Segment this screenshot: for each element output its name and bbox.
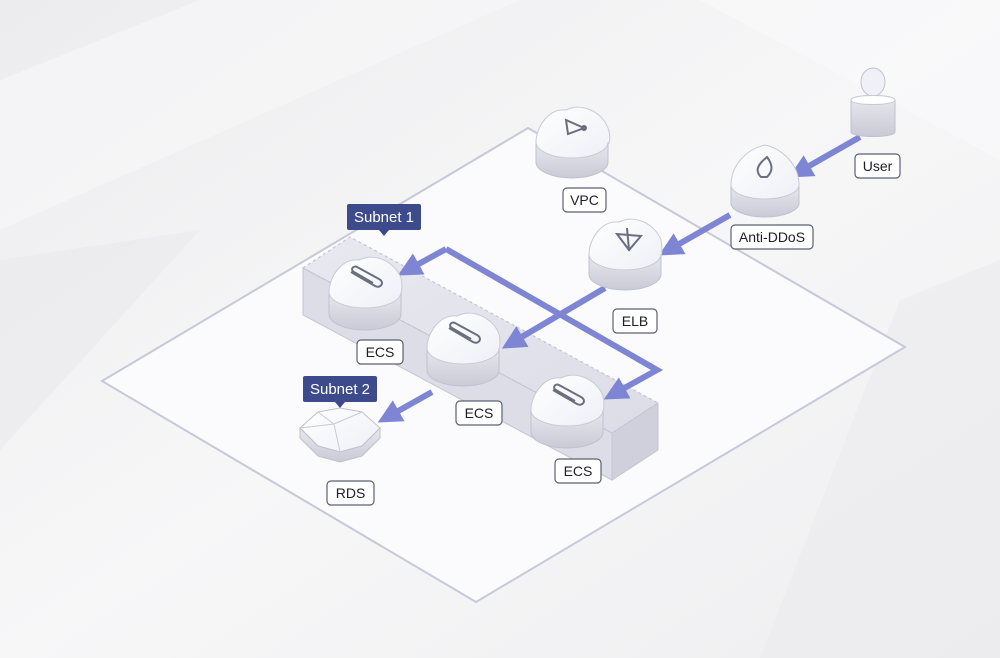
ecs-node-3[interactable]: [530, 374, 605, 449]
shield-drop-icon: [756, 155, 773, 178]
label-ecs-1-text: ECS: [366, 344, 395, 360]
tag-subnet-2: Subnet 2: [303, 376, 377, 408]
paperclip-icon: [448, 321, 481, 344]
user-node[interactable]: [850, 67, 896, 137]
tag-subnet-2-text: Subnet 2: [310, 381, 370, 398]
arrow-user-to-antiddos: [788, 134, 862, 178]
arrow-elb-to-ecs2: [501, 285, 607, 349]
connection-arrows: [377, 134, 862, 423]
label-ecs-3: ECS: [554, 458, 602, 484]
arrow-elb-to-ecs3: [444, 246, 664, 400]
label-rds: RDS: [326, 480, 375, 506]
label-vpc: VPC: [562, 187, 607, 213]
label-user-text: User: [863, 158, 893, 174]
vpc-icon: [564, 118, 587, 136]
label-rds-text: RDS: [336, 485, 366, 501]
paperclip-icon: [552, 383, 585, 406]
elb-node[interactable]: [588, 218, 663, 291]
arrow-elb-to-ecs1: [397, 246, 448, 276]
label-vpc-text: VPC: [570, 192, 599, 208]
bg-plane: [0, 230, 200, 450]
tag-subnet-1: Subnet 1: [347, 204, 421, 236]
paperclip-icon: [350, 265, 383, 288]
label-ecs-3-text: ECS: [564, 463, 593, 479]
label-ecs-1: ECS: [356, 339, 404, 365]
ecs-node-1[interactable]: [328, 256, 403, 331]
tag-subnet-1-text: Subnet 1: [354, 209, 414, 226]
elb-icon: [614, 227, 644, 252]
bg-plane: [760, 260, 1000, 658]
label-anti-ddos: Anti-DDoS: [730, 224, 814, 250]
label-ecs-2-text: ECS: [465, 405, 494, 421]
arrow-ecs-to-rds: [377, 389, 434, 423]
vpc-node[interactable]: [535, 106, 611, 179]
label-anti-ddos-text: Anti-DDoS: [739, 229, 805, 245]
bg-plane: [700, 0, 1000, 160]
ecs-node-2[interactable]: [426, 312, 501, 387]
rds-node[interactable]: [299, 407, 381, 463]
rds-hex-icon: [299, 411, 363, 453]
label-elb-text: ELB: [622, 313, 648, 329]
label-user: User: [854, 153, 901, 179]
label-elb: ELB: [612, 308, 658, 334]
anti-ddos-node[interactable]: [730, 144, 800, 218]
label-ecs-2: ECS: [455, 400, 503, 426]
arrow-antiddos-to-elb: [658, 212, 732, 256]
bg-plane: [0, 0, 520, 230]
